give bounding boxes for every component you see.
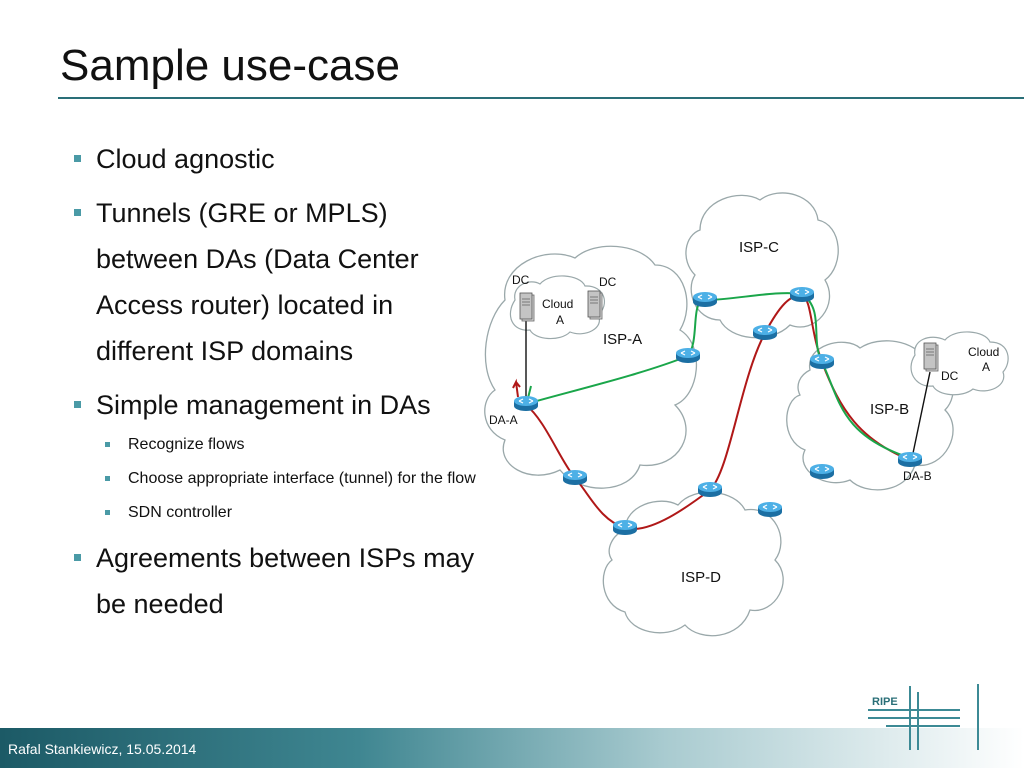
router-isp-b-top bbox=[809, 353, 835, 370]
router-isp-d-left bbox=[612, 519, 638, 536]
cloud-a-label: A bbox=[556, 313, 564, 327]
cloud-a-label: Cloud bbox=[542, 297, 573, 311]
da-b-label: DA-B bbox=[903, 469, 932, 483]
bullet-item: Simple management in DAs Recognize flows… bbox=[70, 382, 490, 527]
da-a-label: DA-A bbox=[489, 413, 518, 427]
sub-bullet-item: SDN controller bbox=[96, 498, 490, 527]
ripe-logo: RIPE bbox=[868, 684, 979, 750]
server-icon bbox=[519, 292, 535, 322]
green-arrow bbox=[527, 385, 532, 399]
logo-text: RIPE bbox=[872, 696, 898, 708]
dc-label: DC bbox=[512, 273, 530, 287]
bullet-list: Cloud agnostic Tunnels (GRE or MPLS) bet… bbox=[70, 136, 490, 635]
red-arrow bbox=[512, 378, 521, 398]
dc-label: DC bbox=[599, 275, 617, 289]
router-isp-c-bottom bbox=[752, 324, 778, 341]
router-da-a bbox=[513, 395, 539, 412]
isp-d-label: ISP-D bbox=[681, 569, 721, 586]
isp-b-label: ISP-B bbox=[870, 401, 909, 418]
router-isp-c-left bbox=[692, 291, 718, 308]
cloud-a-label: A bbox=[982, 360, 990, 374]
isp-c-label: ISP-C bbox=[739, 239, 779, 256]
green-path bbox=[525, 292, 911, 459]
sub-bullet-list: Recognize flows Choose appropriate inter… bbox=[96, 430, 490, 527]
router-isp-a-right bbox=[675, 347, 701, 364]
bullet-item: Cloud agnostic bbox=[70, 136, 490, 182]
isp-d-cloud bbox=[602, 491, 784, 637]
slide-title: Sample use-case bbox=[60, 41, 400, 90]
title-underline bbox=[58, 97, 1024, 99]
router-isp-a-bottom bbox=[562, 469, 588, 486]
footer-text: Rafal Stankiewicz, 15.05.2014 bbox=[8, 741, 197, 757]
router-da-b bbox=[897, 451, 923, 468]
sub-bullet-item: Choose appropriate interface (tunnel) fo… bbox=[96, 464, 490, 493]
link-da-b-dc bbox=[911, 371, 931, 459]
server-icon bbox=[587, 290, 603, 320]
bullet-item: Tunnels (GRE or MPLS) between DAs (Data … bbox=[70, 190, 490, 374]
cloud-a-label: Cloud bbox=[968, 345, 999, 359]
router-isp-b-bottom bbox=[809, 463, 835, 480]
router-isp-d-top bbox=[697, 481, 723, 498]
router-isp-c-right bbox=[789, 286, 815, 303]
router-isp-d-right bbox=[757, 501, 783, 518]
footer-bar: Rafal Stankiewicz, 15.05.2014 bbox=[0, 728, 1024, 768]
bullet-item: Agreements between ISPs may be needed bbox=[70, 535, 490, 627]
isp-a-label: ISP-A bbox=[603, 331, 642, 348]
server-icon bbox=[923, 342, 939, 372]
sub-bullet-item: Recognize flows bbox=[96, 430, 490, 459]
dc-label: DC bbox=[941, 369, 959, 383]
